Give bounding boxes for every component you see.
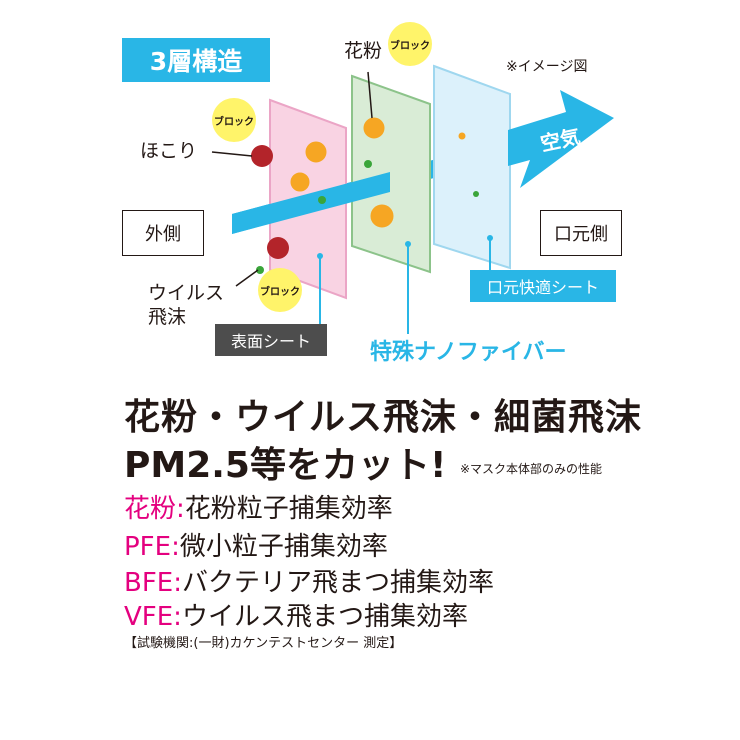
headline-line1: 花粉・ウイルス飛沫・細菌飛沫 — [124, 397, 643, 438]
image-note: ※イメージ図 — [506, 59, 588, 75]
test-institution-note: 【試験機関:(一財)カケンテストセンター 測定】 — [124, 636, 403, 651]
pollen-block-badge: ブロック — [388, 22, 432, 66]
structure-title: 3層構造 — [122, 38, 270, 82]
virus-label: ウイルス — [148, 282, 225, 304]
efficiency-value: バクテリア飛まつ捕集効率 — [182, 568, 495, 598]
efficiency-sep: : — [173, 602, 182, 632]
headline-line2: PM2.5等をカット! — [124, 445, 447, 486]
droplet-particles — [256, 160, 479, 274]
mouth-sheet-layer — [433, 64, 511, 270]
pollen-particles — [290, 117, 466, 228]
mouth-side-box: 口元側 — [540, 210, 622, 256]
efficiency-row-pollen: 花粉:花粉粒子捕集効率 — [124, 488, 393, 525]
efficiency-key: VFE — [124, 602, 174, 632]
efficiency-row-pfe: PFE:微小粒子捕集効率 — [124, 526, 388, 563]
droplet-label: 飛沫 — [148, 306, 187, 328]
nano-fiber-label: 特殊ナノファイバー — [370, 340, 567, 365]
efficiency-key: PFE — [124, 532, 172, 562]
efficiency-value: ウイルス飛まつ捕集効率 — [181, 602, 468, 632]
efficiency-key: 花粉 — [124, 494, 177, 524]
efficiency-key: BFE — [124, 568, 174, 598]
efficiency-sep: : — [171, 532, 180, 562]
efficiency-value: 微小粒子捕集効率 — [179, 532, 388, 562]
pollen-label: 花粉 — [344, 40, 383, 62]
efficiency-sep: : — [176, 494, 185, 524]
efficiency-row-vfe: VFE:ウイルス飛まつ捕集効率 — [124, 596, 468, 633]
efficiency-sep: : — [173, 568, 182, 598]
nano-sheet-layer — [351, 74, 431, 274]
surface-sheet-label: 表面シート — [215, 324, 327, 356]
virus-block-badge: ブロック — [258, 268, 302, 312]
dust-particles — [251, 145, 289, 259]
outer-side-box: 外側 — [122, 210, 204, 256]
mouth-sheet-label: 口元快適シート — [470, 270, 616, 302]
performance-note: ※マスク本体部のみの性能 — [460, 462, 603, 476]
dust-block-badge: ブロック — [212, 98, 256, 142]
efficiency-row-bfe: BFE:バクテリア飛まつ捕集効率 — [124, 562, 494, 599]
three-layer-diagram — [211, 64, 614, 334]
leader-lines — [211, 71, 373, 287]
dust-label: ほこり — [140, 140, 198, 162]
airflow-band-front — [232, 172, 390, 234]
sheet-leaders — [319, 238, 491, 334]
efficiency-value: 花粉粒子捕集効率 — [184, 494, 393, 524]
air-arrow — [508, 90, 614, 188]
